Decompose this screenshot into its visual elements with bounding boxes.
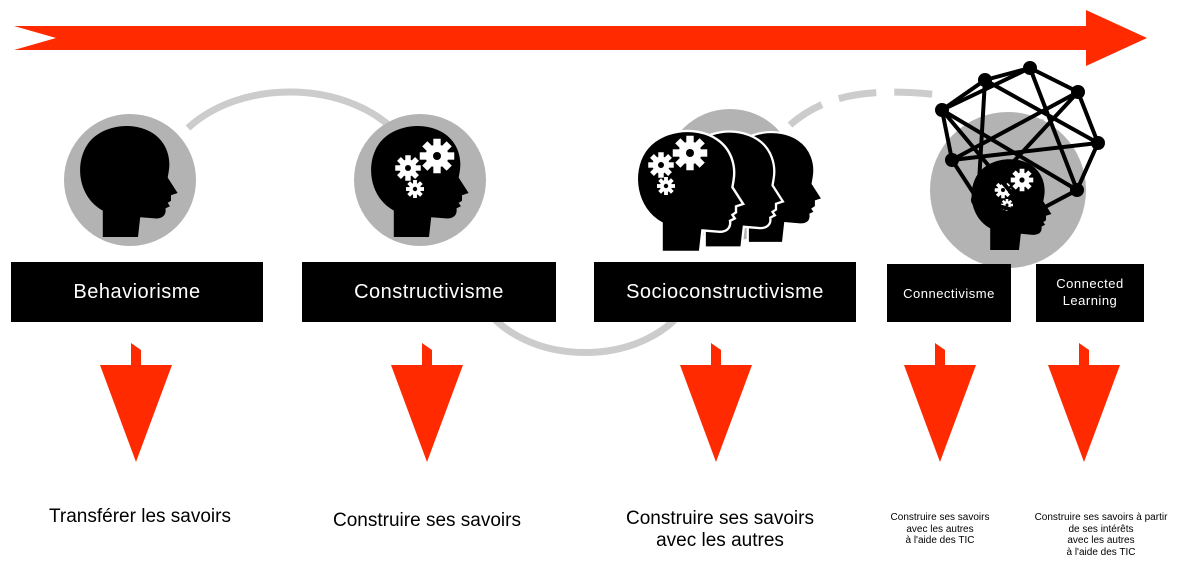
stage-label-text: Constructivisme bbox=[354, 280, 504, 303]
timeline-arrow bbox=[14, 10, 1147, 66]
outcome-text-4: Construire ses savoirs avec les autres à… bbox=[890, 512, 990, 546]
outcome-text-3: Construire ses savoirs avec les autres bbox=[626, 508, 814, 551]
down-arrows bbox=[100, 343, 1120, 462]
constructivism-illustration bbox=[354, 114, 486, 246]
socioconstructivism-illustration bbox=[635, 109, 824, 254]
down-arrow-2 bbox=[391, 343, 463, 462]
stage-label-text: Socioconstructivisme bbox=[626, 280, 824, 303]
stage-label-connectivisme: Connectivisme bbox=[887, 264, 1011, 322]
stage-label-text: Behaviorisme bbox=[73, 280, 201, 303]
network-icon bbox=[939, 65, 1101, 218]
outcome-text-5: Construire ses savoirs à partir de ses i… bbox=[1034, 512, 1168, 558]
outcome-text-1: Transférer les savoirs bbox=[49, 506, 231, 527]
down-arrow-1 bbox=[100, 343, 172, 462]
connector-arc-2 bbox=[476, 298, 694, 356]
stage-label-text: Connected Learning bbox=[1056, 276, 1124, 308]
stage-label-connected-learning: Connected Learning bbox=[1036, 264, 1144, 322]
stage-label-socioconstructivisme: Socioconstructivisme bbox=[594, 262, 856, 322]
stage-label-text: Connectivisme bbox=[903, 285, 995, 301]
connector-arc-3 bbox=[787, 88, 951, 128]
behaviorism-illustration bbox=[64, 114, 196, 246]
down-arrow-3 bbox=[680, 343, 752, 462]
connectivism-illustration bbox=[930, 61, 1105, 268]
connector-arc-1 bbox=[185, 88, 395, 131]
down-arrow-5 bbox=[1048, 343, 1120, 462]
stage-label-behaviorisme: Behaviorisme bbox=[11, 262, 263, 322]
down-arrow-4 bbox=[904, 343, 976, 462]
stage-label-constructivisme: Constructivisme bbox=[302, 262, 556, 322]
outcome-text-2: Construire ses savoirs bbox=[333, 510, 521, 531]
